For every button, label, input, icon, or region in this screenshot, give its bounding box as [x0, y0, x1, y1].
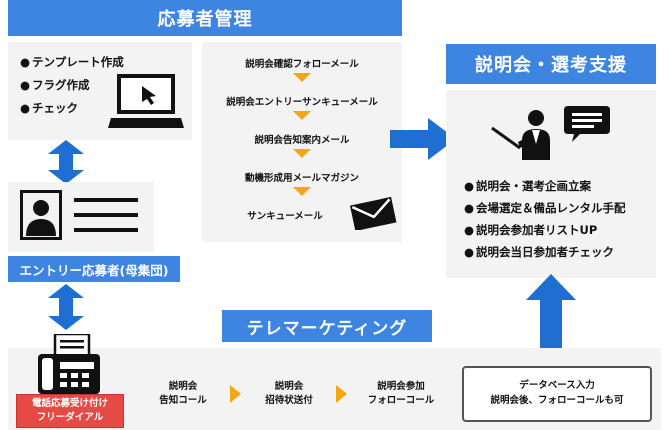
double-arrow-vertical-bottom — [48, 284, 84, 330]
flow-chevron-right — [336, 385, 347, 403]
flow-arrow-down — [293, 111, 311, 120]
freedial-badge: 電話応募受け付け フリーダイアル — [16, 394, 124, 428]
support-item-3: 説明会参加者リストUP — [464, 222, 597, 238]
user-avatar-icon — [20, 190, 62, 240]
recruit-tools-panel: テンプレート作成 フラグ作成 チェック — [8, 42, 192, 140]
entry-applicants-label: エントリー応募者(母集団) — [8, 256, 180, 282]
support-item-4: 説明会当日参加者チェック — [464, 244, 614, 260]
support-item-1: 説明会・選考企画立案 — [464, 178, 591, 194]
bullet-check: チェック — [20, 100, 78, 116]
tele-step-1-line1: 説明会 — [168, 381, 198, 392]
bullet-flag: フラグ作成 — [20, 77, 90, 93]
arrow-up-to-support — [526, 274, 576, 366]
arrow-right-to-support — [390, 118, 456, 160]
support-panel: 説明会・選考企画立案 会場選定＆備品レンタル手配 説明会参加者リストUP 説明会… — [446, 90, 656, 278]
mail-step-1: 説明会確認フォローメール — [245, 59, 359, 70]
double-arrow-vertical-top — [48, 140, 84, 184]
flow-arrow-down — [293, 149, 311, 158]
flow-chevron-right — [230, 385, 241, 403]
support-header: 説明会・選考支援 — [446, 44, 656, 84]
tele-step-1: 説明会 告知コール — [148, 380, 218, 408]
support-item-2: 会場選定＆備品レンタル手配 — [464, 200, 626, 216]
database-line2: 説明会後、フォローコールも可 — [490, 395, 624, 406]
freedial-line2: フリーダイアル — [36, 412, 104, 423]
tele-step-3-line2: フォローコール — [367, 395, 435, 406]
profile-card-panel — [8, 182, 154, 252]
mail-flow-panel: 説明会確認フォローメール 説明会エントリーサンキューメール 説明会告知案内メール… — [202, 42, 402, 242]
tele-step-3-line1: 説明会参加 — [377, 381, 425, 392]
telemarketing-title: テレマーケティング — [246, 318, 408, 339]
mail-step-3: 説明会告知案内メール — [254, 135, 350, 146]
database-box: データベース入力 説明会後、フォローコールも可 — [462, 366, 652, 422]
tele-step-3: 説明会参加 フォローコール — [356, 380, 446, 408]
flow-arrow-down — [293, 73, 311, 82]
laptop-icon — [108, 74, 184, 128]
presenter-icon — [491, 106, 610, 160]
envelope-icon — [349, 196, 397, 230]
recruit-header: 応募者管理 — [8, 0, 402, 36]
database-line1: データベース入力 — [519, 380, 595, 391]
tele-step-2-line1: 説明会 — [274, 381, 304, 392]
freedial-line1: 電話応募受け付け — [31, 398, 108, 409]
recruit-title: 応募者管理 — [157, 9, 253, 30]
mail-step-2: 説明会エントリーサンキューメール — [226, 97, 378, 108]
tele-step-1-line2: 告知コール — [159, 395, 207, 406]
flow-arrow-down — [293, 187, 311, 196]
support-title: 説明会・選考支援 — [475, 55, 627, 76]
profile-lines-icon — [74, 198, 138, 232]
mail-step-5: サンキューメール — [247, 211, 323, 222]
tele-step-2: 説明会 招待状送付 — [252, 380, 326, 408]
tele-step-2-line2: 招待状送付 — [265, 395, 313, 406]
mail-step-4: 動機形成用メールマガジン — [244, 173, 359, 184]
telemarketing-panel: 電話応募受け付け フリーダイアル 説明会 告知コール 説明会 招待状送付 説明会… — [8, 334, 661, 430]
bullet-template: テンプレート作成 — [20, 54, 124, 70]
entry-label-text: エントリー応募者(母集団) — [19, 262, 169, 278]
telemarketing-header: テレマーケティング — [222, 310, 432, 342]
fax-machine-icon — [38, 334, 100, 394]
